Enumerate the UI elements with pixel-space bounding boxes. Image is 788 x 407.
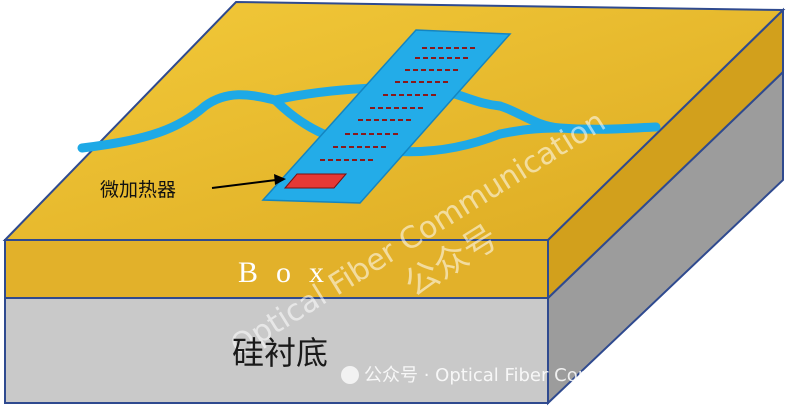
substrate-label: 硅衬底 — [232, 334, 328, 372]
heater-dash-lines — [320, 47, 478, 161]
wechat-icon — [341, 366, 359, 384]
box-label: Box — [238, 256, 342, 289]
output-join — [495, 123, 565, 139]
footer-text: 公众号 · Optical Fiber Communication — [364, 365, 696, 386]
footer-watermark: 公众号 · Optical Fiber Communication — [341, 365, 696, 386]
micro-heater-pad — [283, 173, 348, 189]
heater-arrow — [211, 174, 286, 189]
input-waveguide — [77, 90, 280, 153]
heater-label: 微加热器 — [100, 179, 176, 201]
